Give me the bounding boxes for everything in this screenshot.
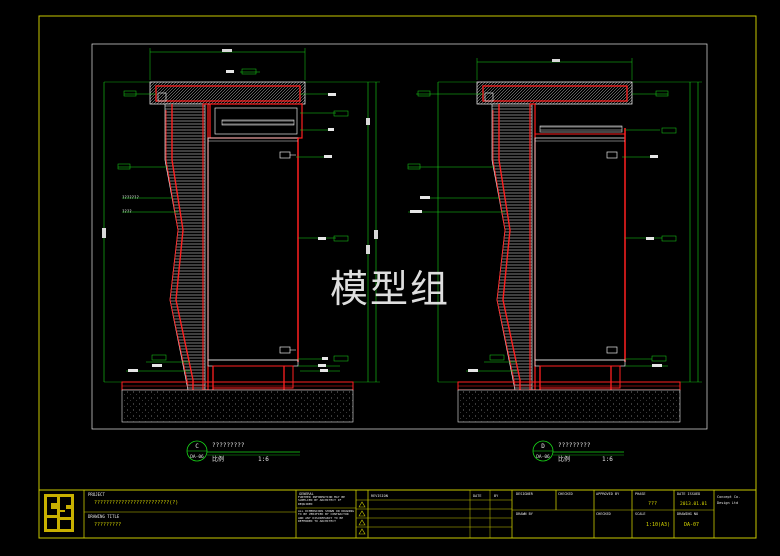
section-d-id: D <box>541 443 545 450</box>
seal-line-2: Design Ltd <box>717 501 738 505</box>
revision-date-label: DATE <box>473 494 481 498</box>
section-d-scale: 1:6 <box>602 456 613 463</box>
section-c-id: C <box>195 443 199 450</box>
annotation-left-1: ??????? <box>122 195 139 200</box>
section-c-label: C DA-06 ????????? 比例 1:6 <box>186 440 300 463</box>
watermark-text: 模型组 <box>330 267 451 311</box>
project-value: ?????????????????????????(?) <box>94 500 178 506</box>
drawing-no-value: DA-07 <box>684 522 699 528</box>
phase-value: ??? <box>648 501 657 507</box>
drawing-title-value: ????????? <box>94 522 121 528</box>
section-c-scale-label: 比例 <box>212 455 224 463</box>
date-issued-value: 2013.01.01 <box>680 501 707 507</box>
title-block: PROJECT ?????????????????????????(?) DRA… <box>38 489 757 539</box>
revision-label: REVISION <box>371 494 388 498</box>
section-d-drawing <box>407 58 702 423</box>
designer-label: DESIGNER <box>516 492 534 496</box>
viewport-border <box>91 43 708 430</box>
checked-label: CHECKED <box>558 492 573 496</box>
section-c-drawing <box>102 48 380 423</box>
project-label: PROJECT <box>88 492 105 497</box>
date-issued-label: DATE ISSUED <box>677 492 700 496</box>
section-d-label: D DA-06 ????????? 比例 1:6 <box>532 440 624 463</box>
drawing-no-label: DRAWING NO <box>677 512 698 516</box>
general-note-1: FURTHER INFORMATION MAY BE SUPPLIED BY A… <box>298 496 345 506</box>
company-logo <box>44 494 74 532</box>
phase-label: PHASE <box>635 492 646 496</box>
approved-label: APPROVED BY <box>596 492 620 496</box>
scale-value: 1:10(A3) <box>646 522 670 528</box>
revision-by-label: BY <box>494 494 499 498</box>
section-c-scale: 1:6 <box>258 456 269 463</box>
annotation-left-2: ???? <box>122 209 132 214</box>
section-c-ref: DA-06 <box>190 454 204 460</box>
section-c-title: ????????? <box>212 442 245 449</box>
scale-label: SCALE <box>635 512 646 516</box>
general-label: GENERAL <box>299 492 314 496</box>
section-d-title: ????????? <box>558 442 591 449</box>
drawn-label: DRAWN BY <box>516 512 534 516</box>
seal-line-1: Concept Co. <box>717 495 740 499</box>
drawing-title-label: DRAWING TITLE <box>88 514 120 519</box>
section-d-scale-label: 比例 <box>558 455 570 463</box>
section-d-ref: DA-06 <box>536 454 550 460</box>
general-note-2: ALL DIMENSIONS SHOWN ON DRAWING TO BE VE… <box>298 510 354 524</box>
checked-label-2: CHECKED <box>596 512 611 516</box>
